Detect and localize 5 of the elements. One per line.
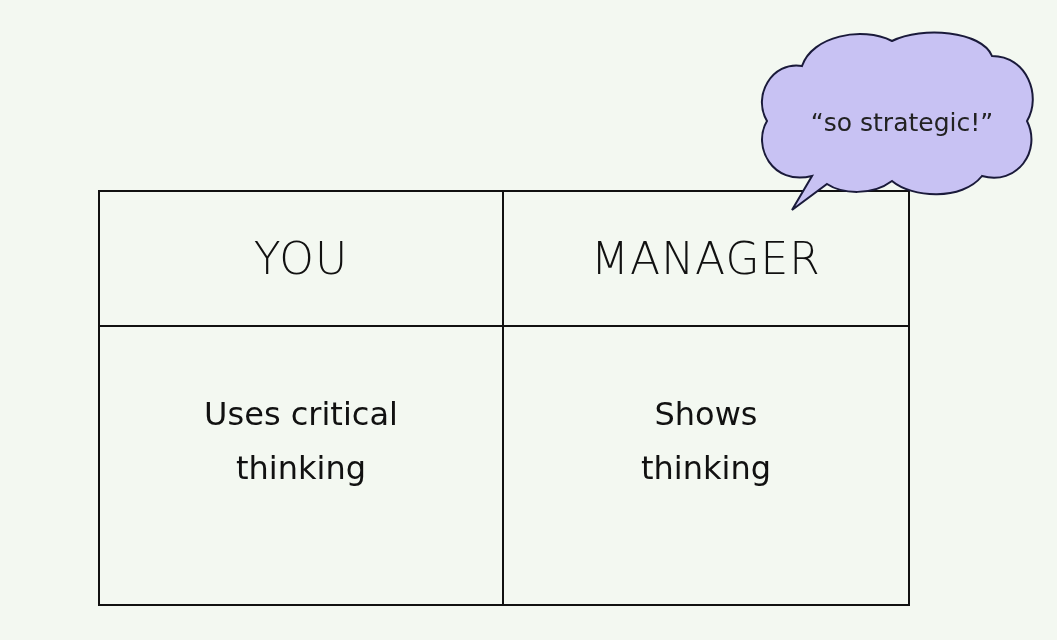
cell-text: Uses critical thinking bbox=[203, 394, 399, 490]
column-header: YOU bbox=[253, 233, 349, 284]
column-header: MANAGER bbox=[591, 233, 821, 284]
cell-text: Shows thinking bbox=[640, 394, 772, 490]
speech-text: “so strategic!” bbox=[809, 108, 995, 137]
